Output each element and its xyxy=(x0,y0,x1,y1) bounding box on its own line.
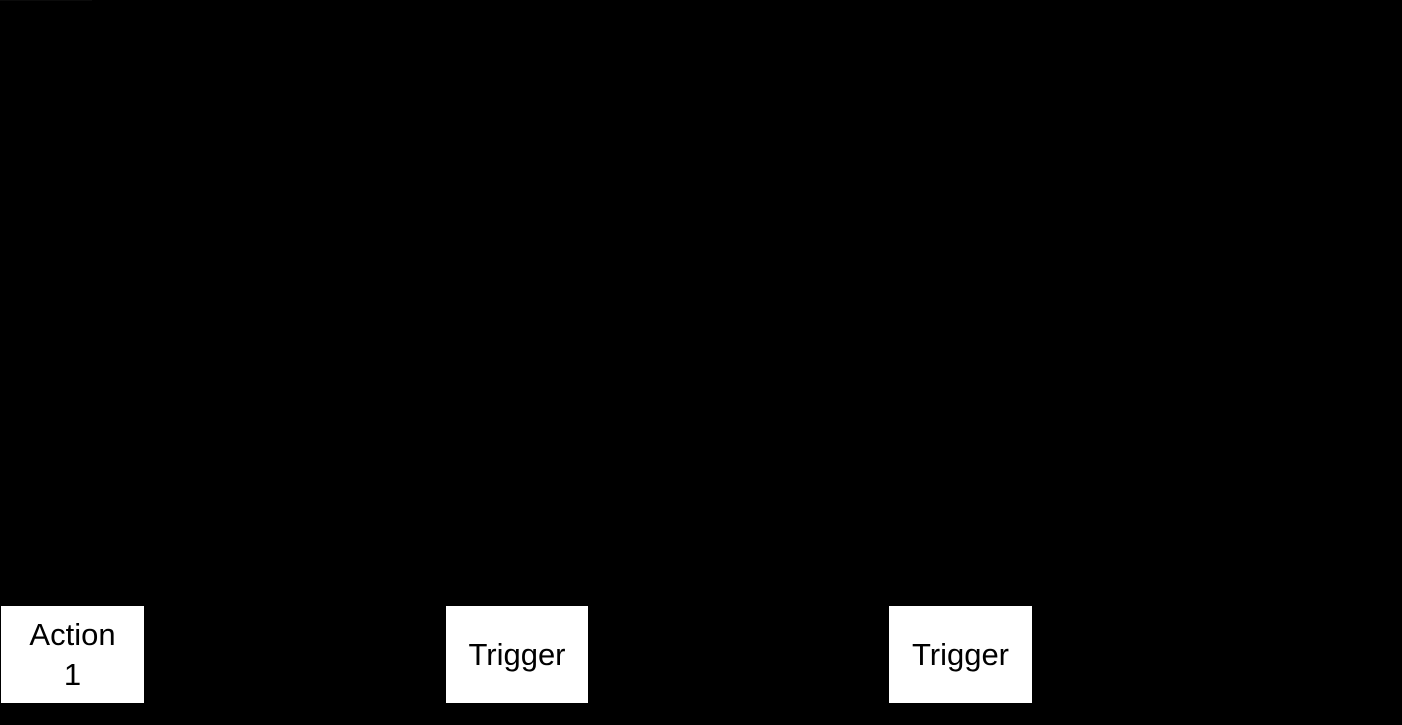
diagram-node-label: Trigger xyxy=(468,636,566,672)
diagram-node-trigger-2[interactable]: Trigger xyxy=(889,606,1032,703)
diagram-node-label: Action 1 xyxy=(29,616,116,692)
diagram-node-action-1[interactable]: Action 1 xyxy=(1,606,144,703)
top-edge-rule xyxy=(0,0,92,1)
diagram-node-trigger-1[interactable]: Trigger xyxy=(446,606,588,703)
diagram-node-label: Trigger xyxy=(911,636,1010,672)
